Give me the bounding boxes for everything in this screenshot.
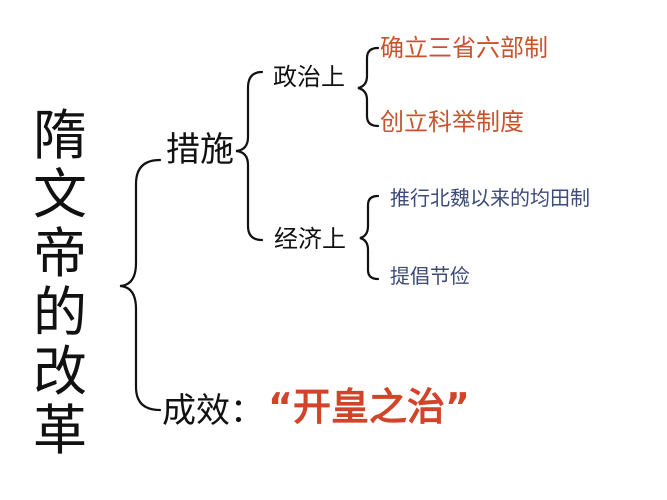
political-label: 政治上 — [273, 63, 345, 91]
political-brace — [357, 46, 380, 128]
economic-item: 提倡节俭 — [390, 264, 470, 288]
effect-label: 成效： — [162, 391, 264, 431]
effect-value: “开皇之治” — [268, 385, 470, 429]
economic-item: 推行北魏以来的均田制 — [390, 186, 590, 210]
measures-brace — [235, 70, 264, 242]
political-item: 确立三省六部制 — [380, 34, 548, 62]
title-char: 改 — [33, 340, 87, 403]
measures-label: 措施 — [166, 130, 234, 170]
title-char: 的 — [33, 281, 87, 344]
economic-label: 经济上 — [274, 225, 346, 253]
title-char: 革 — [33, 399, 87, 462]
diagram-title: 隋 文 帝 的 改 革 — [30, 106, 90, 460]
title-char: 隋 — [33, 104, 87, 167]
economic-brace — [359, 194, 380, 281]
title-char: 帝 — [33, 222, 87, 285]
political-item: 创立科举制度 — [380, 108, 524, 136]
title-char: 文 — [33, 163, 87, 226]
main-brace — [119, 158, 162, 412]
